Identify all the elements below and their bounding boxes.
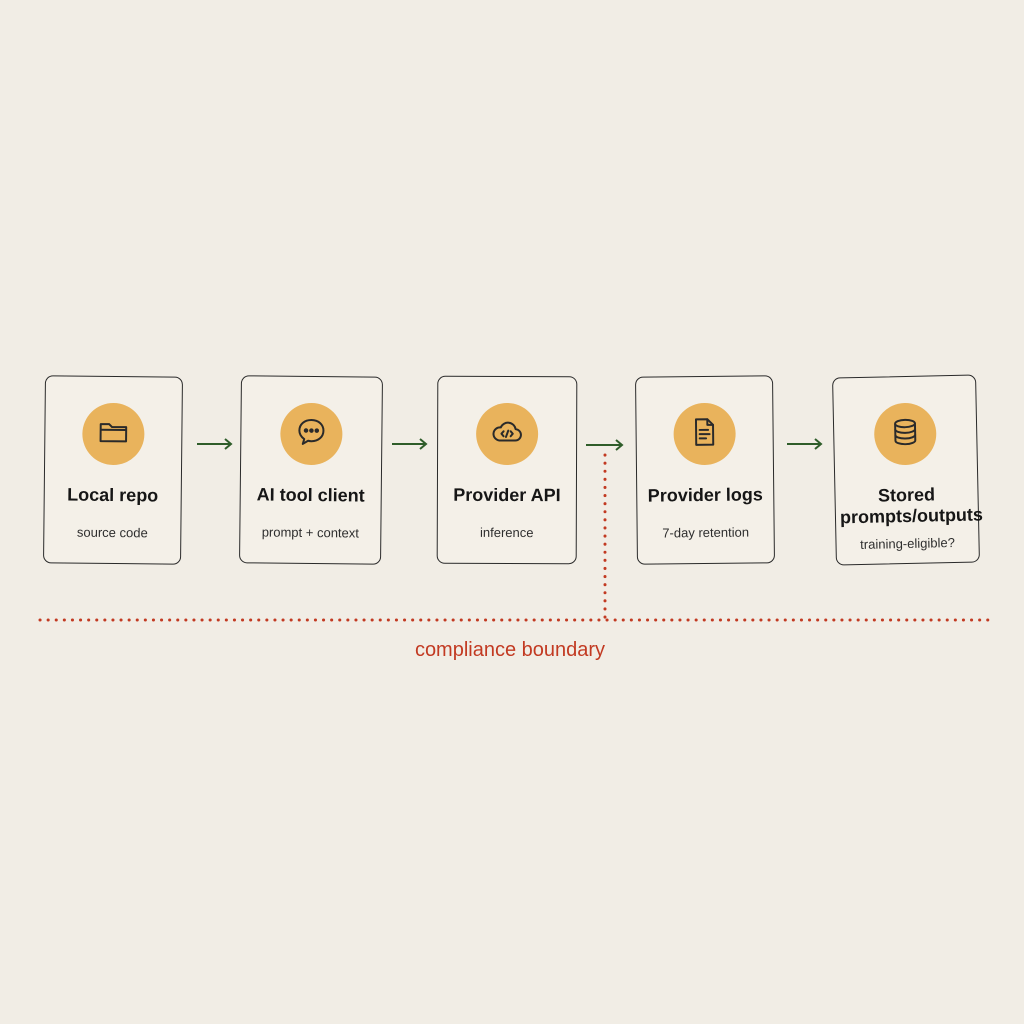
node-title: Local repo	[67, 484, 159, 506]
chat-bubble-icon	[294, 414, 328, 453]
node-title: Provider logs	[647, 484, 763, 506]
node-subtitle: training-eligible?	[860, 534, 956, 552]
node-subtitle: prompt + context	[261, 524, 360, 541]
compliance-boundary-label: compliance boundary	[414, 639, 606, 661]
cloud-code-icon	[490, 414, 524, 453]
node-subtitle: source code	[76, 524, 148, 541]
folder-icon	[96, 414, 130, 453]
document-icon	[687, 414, 721, 453]
node-badge	[476, 402, 539, 466]
node-badge	[673, 402, 736, 466]
node-title: AI tool client	[256, 484, 365, 506]
node-subtitle: 7-day retention	[662, 524, 750, 541]
database-icon	[888, 414, 923, 454]
node-title: Provider API	[453, 484, 561, 506]
node-provider-api: Provider API inference	[436, 375, 578, 565]
node-title: Stored prompts/outputs	[839, 484, 984, 528]
flow-arrow	[392, 438, 428, 450]
node-badge	[280, 402, 343, 466]
flow-arrow	[586, 439, 624, 451]
node-ai-tool-client: AI tool client prompt + context	[239, 375, 383, 565]
node-badge	[873, 402, 937, 466]
node-subtitle: inference	[480, 524, 534, 541]
node-badge	[82, 402, 145, 466]
flow-arrow	[197, 438, 233, 450]
node-local-repo: Local repo source code	[43, 375, 183, 565]
node-stored-prompts-outputs: Stored prompts/outputs training-eligible…	[832, 374, 984, 566]
node-provider-logs: Provider logs 7-day retention	[635, 375, 775, 565]
flow-arrow	[787, 438, 823, 450]
